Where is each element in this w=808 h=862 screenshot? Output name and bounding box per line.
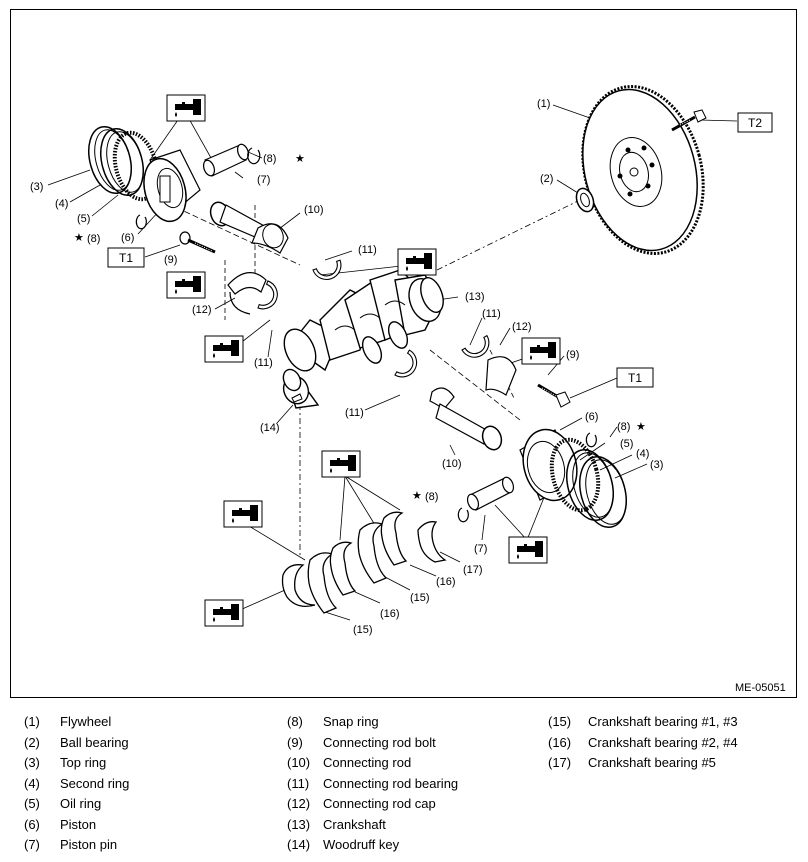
torque-label: T1: [628, 371, 642, 385]
legend-item: (2)Ball bearing: [24, 734, 129, 750]
connecting-rod-bolt-right: [537, 383, 571, 408]
oil-can-icon: [397, 248, 437, 276]
torque-label: T2: [748, 116, 762, 130]
callout-11: (11): [345, 407, 364, 419]
crankshaft-bearings: [281, 511, 447, 614]
callout-9: (9): [566, 349, 579, 361]
woodruff-key: [291, 393, 303, 403]
callout-12: (12): [512, 321, 532, 333]
rod-bearing-11c: [461, 335, 495, 364]
piston-pin-left: [202, 143, 250, 177]
rod-bearing-11d: [394, 349, 423, 383]
connecting-rod-right: [429, 387, 503, 451]
legend-item: (11)Connecting rod bearing: [287, 775, 459, 791]
callout-3: (3): [650, 459, 663, 471]
callout-16: (16): [436, 576, 456, 588]
callout-5: (5): [620, 438, 633, 450]
star-icon: ★: [636, 421, 646, 433]
oil-can-icon: [223, 500, 263, 528]
callout-2: (2): [540, 173, 553, 185]
legend-item: (13)Crankshaft: [287, 816, 386, 832]
legend-item: (1)Flywheel: [24, 714, 112, 729]
oil-can-icon: [321, 450, 361, 478]
callout-3: (3): [30, 181, 43, 193]
star-icon: ★: [74, 232, 84, 244]
star-icon: ★: [412, 490, 422, 502]
callout-8: (8): [425, 491, 438, 503]
callout-12: (12): [192, 304, 212, 316]
legend-item: (5)Oil ring: [24, 796, 102, 811]
figure-id: ME-05051: [735, 682, 786, 694]
connecting-rod-cap-right: [485, 356, 517, 396]
legend-item: (3)Top ring: [24, 755, 107, 770]
piston-rings-right: [549, 437, 627, 528]
callout-1: (1): [537, 98, 550, 110]
rod-bearing-11b: [312, 259, 346, 285]
callout-4: (4): [636, 448, 649, 460]
legend-item: (15)Crankshaft bearing #1, #3: [548, 714, 738, 729]
piston-pin-right: [466, 476, 515, 511]
legend-item: (7)Piston pin: [24, 837, 118, 852]
callout-10: (10): [442, 458, 462, 470]
oil-can-icon: [204, 335, 244, 363]
torque-label: T1: [119, 251, 133, 265]
exploded-view-diagram: T2 T1 T1 (1) (2) (3) (4) (5) (6) (8) ★ (…: [30, 85, 773, 636]
callout-7: (7): [474, 543, 487, 555]
callout-7: (7): [257, 174, 270, 186]
parts-legend: (1)Flywheel (2)Ball bearing (3)Top ring …: [0, 712, 808, 862]
callout-13: (13): [465, 291, 485, 303]
legend-item: (10)Connecting rod: [287, 755, 412, 770]
callout-15: (15): [353, 624, 373, 636]
callout-6: (6): [121, 232, 134, 244]
legend-item: (9)Connecting rod bolt: [287, 734, 436, 750]
legend-item: (8)Snap ring: [287, 714, 379, 729]
torque-box-t2: T2: [737, 112, 773, 133]
callout-11: (11): [482, 308, 501, 320]
oil-can-icon: [166, 94, 206, 122]
star-icon: ★: [295, 153, 305, 165]
callout-11: (11): [358, 244, 377, 256]
callout-14: (14): [260, 422, 280, 434]
connecting-rod-cap-left: [227, 272, 267, 315]
oil-can-icon: [204, 599, 244, 627]
torque-box-t1-left: T1: [107, 247, 145, 268]
connecting-rod-left: [209, 201, 289, 254]
legend-item: (4)Second ring: [24, 775, 130, 791]
callout-16: (16): [380, 608, 400, 620]
flywheel: [581, 85, 705, 255]
callout-8: (8): [263, 153, 276, 165]
snap-ring-right: [457, 432, 597, 523]
callout-17: (17): [463, 564, 483, 576]
flywheel-bolt: [671, 109, 707, 132]
legend-item: (12)Connecting rod cap: [287, 796, 436, 811]
callout-15: (15): [410, 592, 430, 604]
connecting-rod-bolt-left: [179, 231, 216, 254]
piston-left: [143, 149, 201, 223]
torque-box-t1-right: T1: [616, 367, 654, 388]
piston-right: [519, 428, 578, 502]
ball-bearing: [575, 187, 595, 213]
oil-can-icon: [521, 337, 561, 365]
legend-item: (16)Crankshaft bearing #2, #4: [548, 734, 738, 750]
legend-item: (14)Woodruff key: [287, 837, 400, 852]
oil-can-icon: [508, 536, 548, 564]
legend-item: (17)Crankshaft bearing #5: [548, 755, 716, 770]
callout-10: (10): [304, 204, 324, 216]
callout-8: (8): [617, 421, 630, 433]
diagram-frame: [10, 9, 797, 698]
callout-4: (4): [55, 198, 68, 210]
legend-item: (6)Piston: [24, 816, 97, 832]
snap-ring-left: [135, 147, 261, 230]
callout-9: (9): [164, 254, 177, 266]
callout-11: (11): [254, 357, 273, 369]
callout-8: (8): [87, 233, 100, 245]
callout-5: (5): [77, 213, 90, 225]
callout-6: (6): [585, 411, 598, 423]
oil-can-icon: [166, 271, 206, 299]
crankshaft: [282, 269, 444, 409]
